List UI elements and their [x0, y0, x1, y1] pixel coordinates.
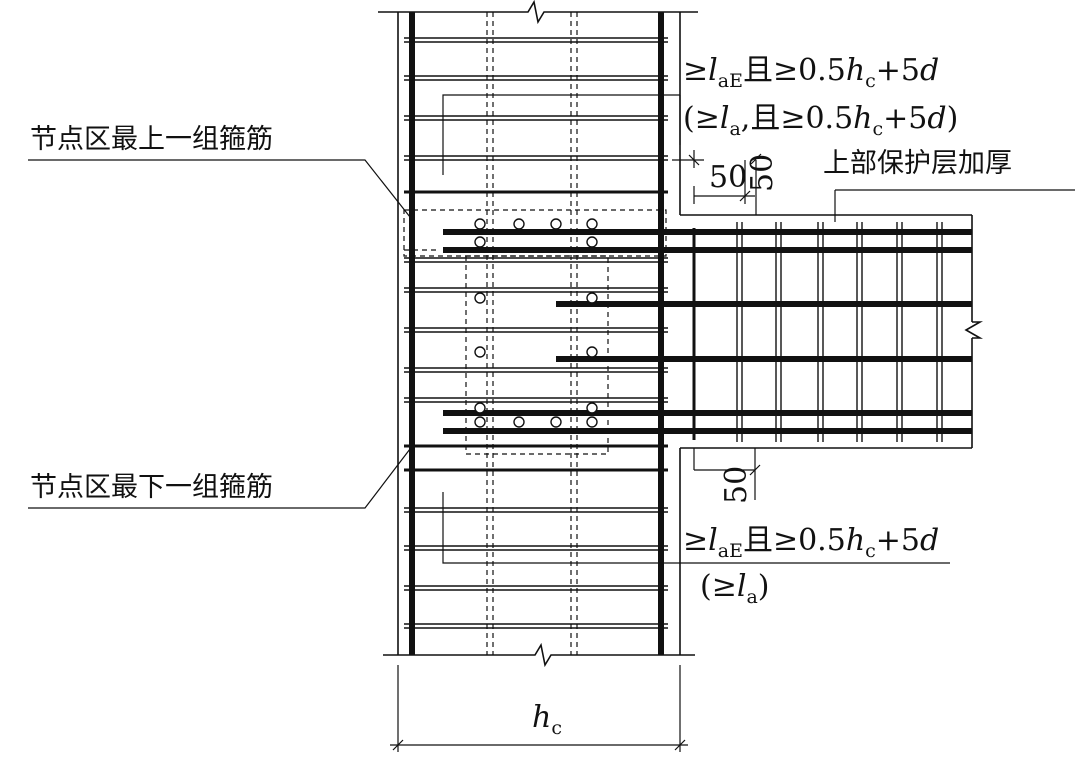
hc-label: hc — [532, 700, 562, 739]
joint-boundary-stirrups — [404, 190, 668, 472]
top-stirrup-label: 节点区最上一组箍筋 — [30, 124, 273, 155]
beam-middle-bars — [556, 301, 972, 362]
dim-50-vertical-bottom: 50 — [719, 466, 754, 504]
beam-stirrups — [736, 222, 943, 442]
anchor-top-formula: ≥laE且≥0.5hc+5d — [683, 53, 939, 92]
bottom-stirrup-label: 节点区最下一组箍筋 — [30, 472, 273, 503]
column-middle-bars — [403, 12, 667, 655]
dim-50-vertical-top: 50 — [745, 154, 780, 192]
column-main-bars — [409, 12, 664, 655]
dim-50-top — [672, 150, 762, 215]
anchor-bottom-alt-formula: (≥la) — [700, 569, 770, 608]
hc-dimension — [390, 665, 688, 752]
dim-50-bottom — [693, 448, 761, 500]
beam-bottom-bars — [443, 410, 972, 434]
dim-50-horizontal: 50 — [709, 160, 747, 195]
cover-thickening-label: 上部保护层加厚 — [823, 148, 1012, 179]
beam-top-bars — [443, 229, 972, 253]
anchor-top-alt-formula: (≥la,且≥0.5hc+5d) — [683, 101, 958, 140]
column-outline — [378, 0, 698, 668]
bar-sections — [474, 218, 598, 428]
column-stirrups — [404, 37, 668, 629]
note-leaders — [28, 159, 1075, 509]
anchor-bottom-formula: ≥laE且≥0.5hc+5d — [683, 523, 939, 562]
anchorage-leaders — [442, 94, 950, 564]
